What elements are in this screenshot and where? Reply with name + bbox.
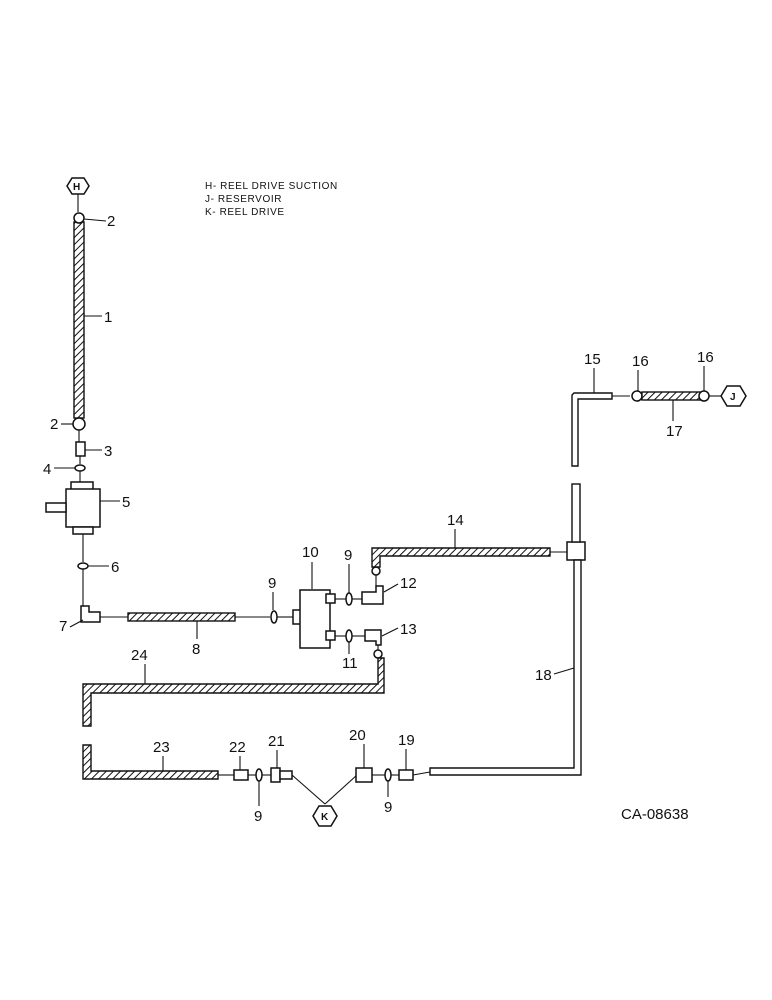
connector-k: K <box>312 805 338 827</box>
callout-9-bottom-right: 9 <box>384 799 392 816</box>
o-ring-9-bottom-right <box>384 768 392 782</box>
tee-fitting <box>566 541 586 561</box>
svg-text:H: H <box>73 182 80 193</box>
fitting-22 <box>233 769 249 781</box>
callout-16-right: 16 <box>697 349 714 366</box>
callout-2-bottom: 2 <box>50 416 58 433</box>
hose-14 <box>371 547 551 568</box>
legend-line-h: H- REEL DRIVE SUCTION <box>205 181 338 192</box>
callout-11: 11 <box>342 655 358 672</box>
callout-12: 12 <box>400 575 417 592</box>
callout-18: 18 <box>535 667 552 684</box>
valve-5 <box>45 481 101 535</box>
callout-23: 23 <box>153 739 170 756</box>
elbow-13 <box>364 629 382 646</box>
svg-text:J: J <box>730 392 736 403</box>
callout-13: 13 <box>400 621 417 638</box>
legend-line-j: J- RESERVOIR <box>205 194 282 205</box>
elbow-12 <box>361 585 384 605</box>
o-ring-11 <box>345 629 353 643</box>
o-ring-6 <box>77 562 89 570</box>
connector-h: H <box>66 177 90 195</box>
callout-8: 8 <box>192 641 200 658</box>
clamp-2-bottom <box>72 417 86 431</box>
callout-10: 10 <box>302 544 319 561</box>
tube-15 <box>571 392 613 467</box>
callout-1: 1 <box>104 309 112 326</box>
callout-3: 3 <box>104 443 112 460</box>
callout-9-upper: 9 <box>344 547 352 564</box>
elbow-7 <box>80 605 101 623</box>
hose-8 <box>127 612 236 622</box>
hose-1 <box>73 221 85 419</box>
callout-24: 24 <box>131 647 148 664</box>
fitting-3 <box>75 441 86 457</box>
callout-17: 17 <box>666 423 683 440</box>
flow-divider-10 <box>299 589 331 649</box>
callout-20: 20 <box>349 727 366 744</box>
clamp-16-right <box>698 390 710 402</box>
callout-9-bottom-left: 9 <box>254 808 262 825</box>
fitting-19 <box>398 769 414 781</box>
callout-16-left: 16 <box>632 353 649 370</box>
callout-4: 4 <box>43 461 51 478</box>
figure-code: CA-08638 <box>621 806 689 823</box>
o-ring-9-left <box>270 610 278 624</box>
hose-23 <box>82 744 219 780</box>
clamp-2-top <box>73 212 85 224</box>
callout-19: 19 <box>398 732 415 749</box>
connector-j: J <box>720 385 747 407</box>
callout-5: 5 <box>122 494 130 511</box>
svg-text:K: K <box>321 812 329 823</box>
fitting-20 <box>355 767 373 783</box>
o-ring-4 <box>74 464 86 472</box>
callout-15: 15 <box>584 351 601 368</box>
callout-14: 14 <box>447 512 464 529</box>
callout-22: 22 <box>229 739 246 756</box>
tube-18 <box>429 559 582 776</box>
callout-6: 6 <box>111 559 119 576</box>
hose-17 <box>641 391 703 401</box>
callout-21: 21 <box>268 733 285 750</box>
callout-9-left: 9 <box>268 575 276 592</box>
o-ring-9-bottom-left <box>255 768 263 782</box>
clamp-16-left <box>631 390 643 402</box>
callout-7: 7 <box>59 618 67 635</box>
hose-24 <box>82 657 385 727</box>
callout-2-top: 2 <box>107 213 115 230</box>
fitting-21 <box>270 767 293 783</box>
legend-line-k: K- REEL DRIVE <box>205 207 285 218</box>
o-ring-9-upper <box>345 592 353 606</box>
